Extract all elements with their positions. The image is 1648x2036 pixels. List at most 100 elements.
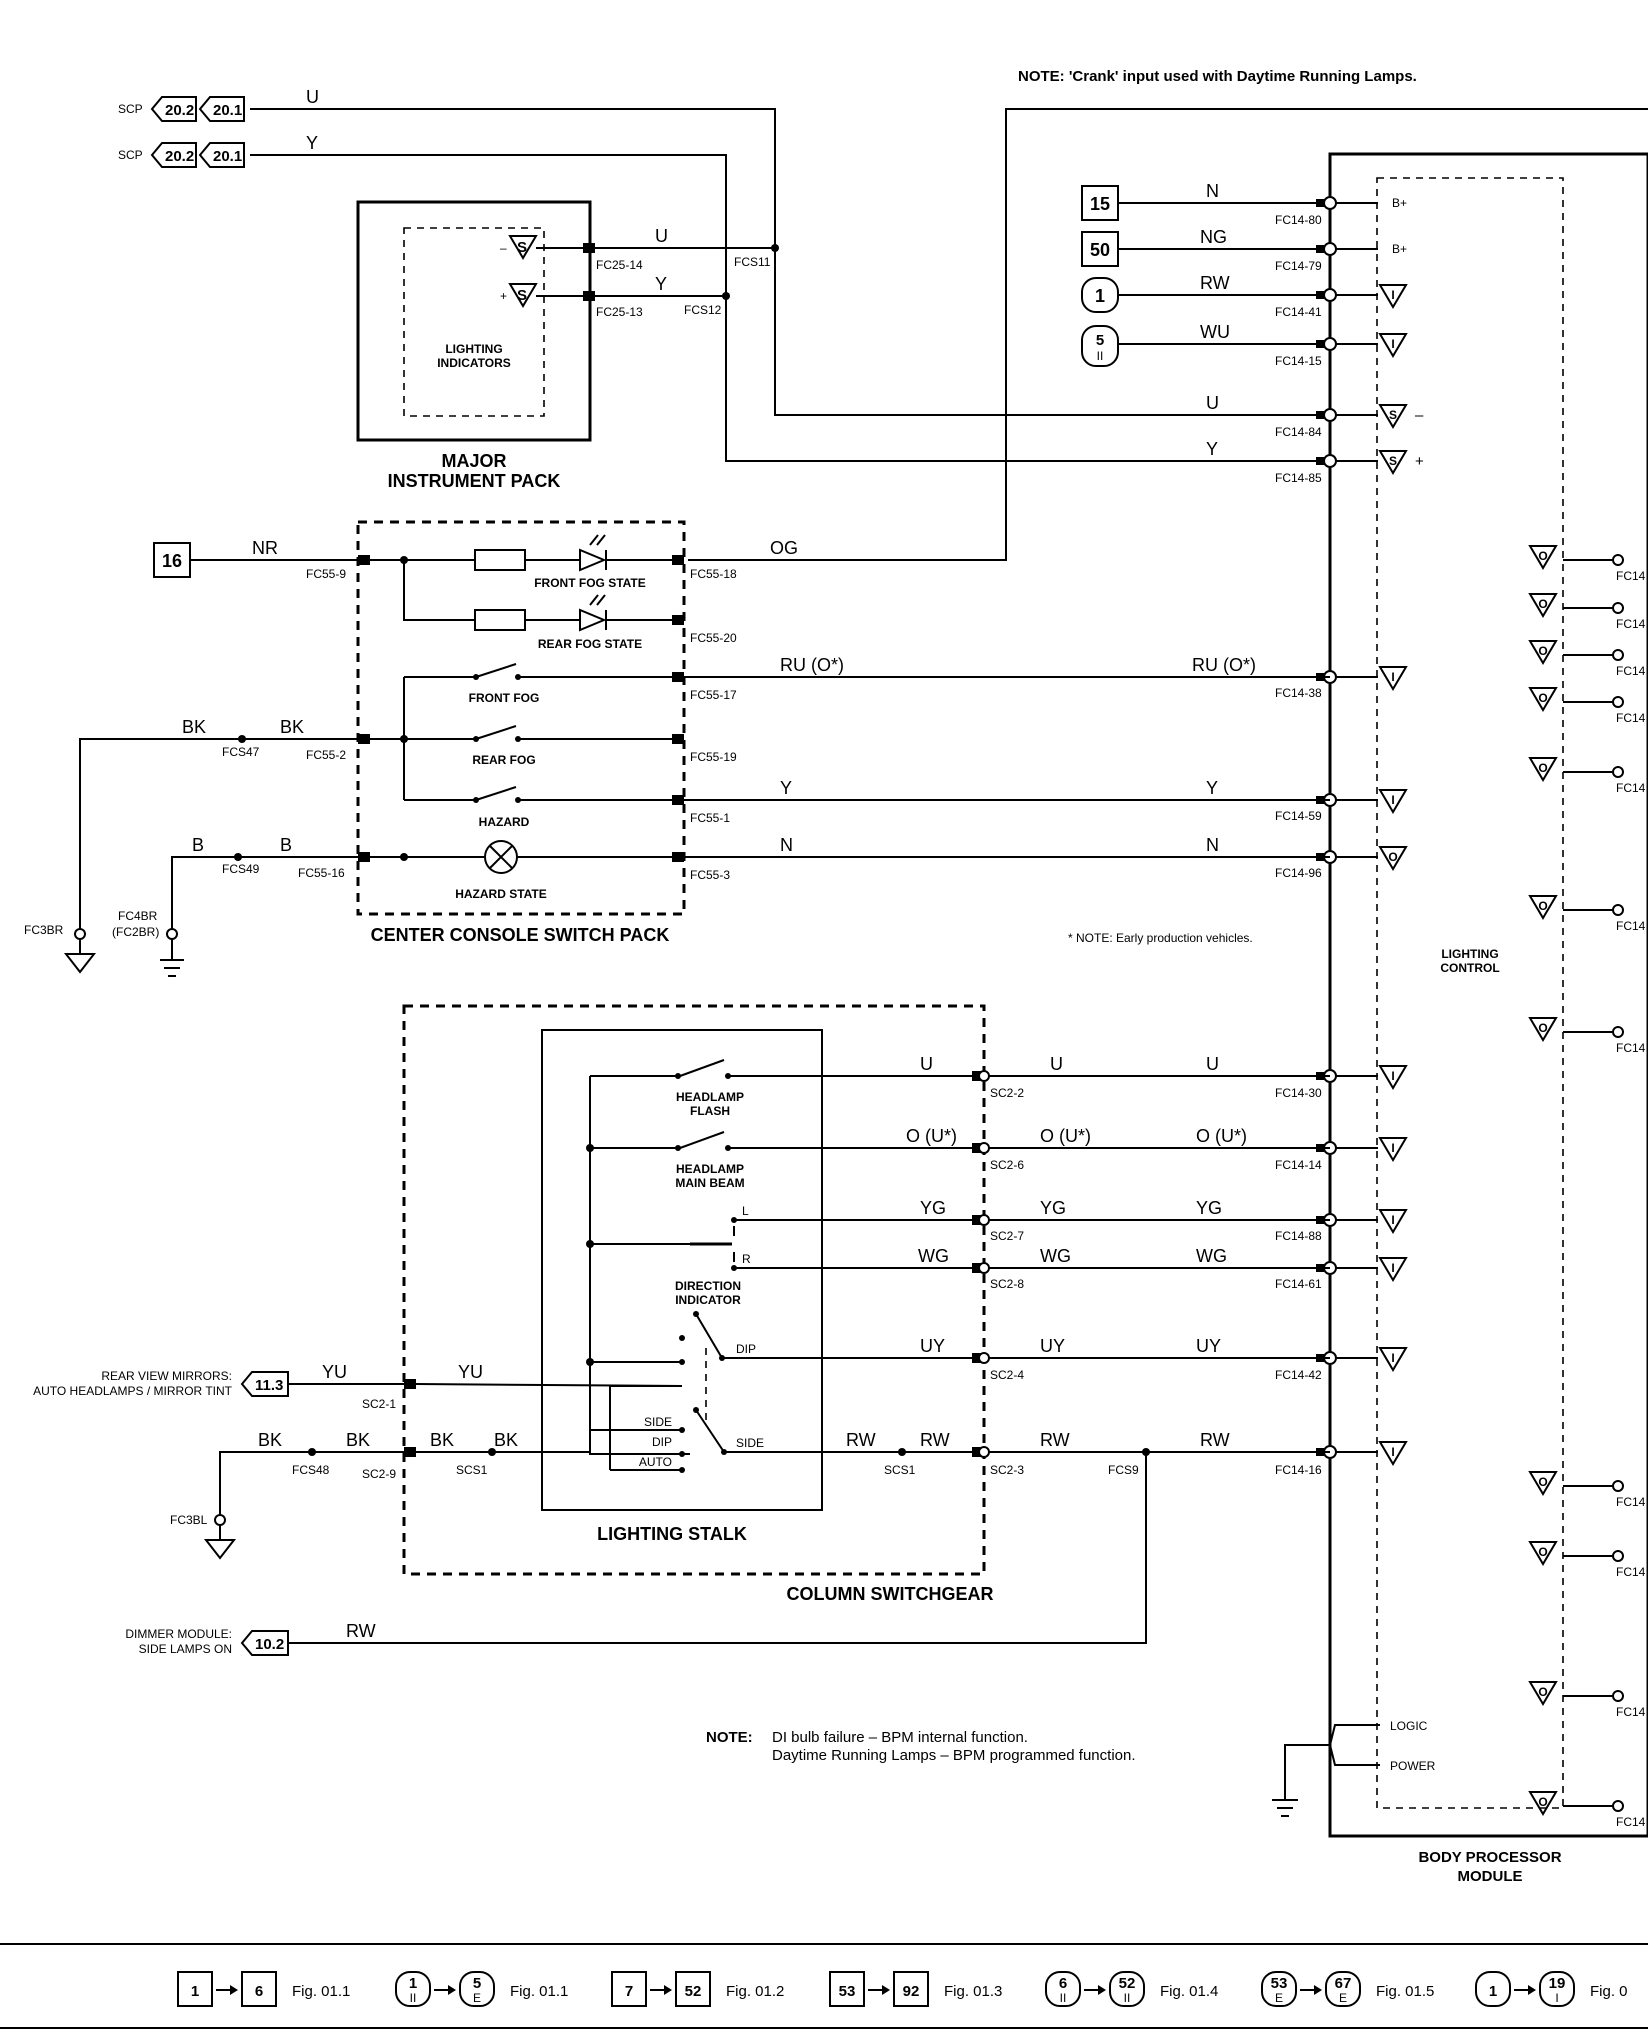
svg-text:O: O [1538,899,1547,913]
output-symbol-icon [1528,1471,1558,1496]
svg-text:I: I [1391,337,1394,351]
headlamp-flash-label: FLASH [690,1104,730,1118]
console-pin [672,555,684,565]
pin-label: SC2-4 [990,1368,1024,1382]
auto-label: AUTO [639,1455,672,1469]
bpm-output-pin [1612,766,1624,778]
svg-text:7: 7 [625,1983,633,2000]
console-pin [672,672,684,682]
wire-label: RW [1040,1430,1070,1450]
input-symbol-icon [1378,1065,1408,1090]
legend-fig-label: Fig. 01.3 [944,1983,1002,2000]
svg-text:52: 52 [1119,1975,1136,1992]
svg-text:5: 5 [1096,332,1104,349]
wire-label: WU [1200,322,1230,342]
pin-label: FC55-17 [690,688,737,702]
resistor [474,609,526,631]
pin-label: FC14 [1616,1705,1646,1719]
splice-label: FCS49 [222,862,260,876]
ref-tag: 20.1 [213,148,242,165]
svg-text:O: O [1538,597,1547,611]
hazard-state-label: HAZARD STATE [455,887,547,901]
svg-text:1: 1 [1095,286,1105,306]
wire-bk-column [219,1451,410,1516]
svg-text:O: O [1538,644,1547,658]
pin-label: FC55-3 [690,868,730,882]
pin-label: SC2-3 [990,1463,1024,1477]
wire-label: WG [1040,1246,1071,1266]
wire-label: OG [770,538,798,558]
svg-text:II: II [1124,1991,1131,2005]
headlamp-main-label: HEADLAMP [676,1162,744,1176]
scp-ref-u[interactable]: SCP 20.2 20.1 [118,96,245,122]
svg-text:1: 1 [409,1975,417,1992]
svg-text:O: O [1388,850,1397,864]
pin-label: FC14-14 [1275,1158,1322,1172]
ref-tag: 20.2 [165,148,194,165]
wire-label: NG [1200,227,1227,247]
pin-label: SC2-2 [990,1086,1024,1100]
center-console-switch-pack [356,520,686,916]
svg-text:I: I [1391,1141,1394,1155]
input-16: 16 [153,542,191,578]
input-symbol-icon [1378,1347,1408,1372]
output-symbol-icon [1528,1017,1558,1042]
wire-label: U [306,87,319,107]
major-instrument-pack [356,200,592,442]
wire-label: U [1050,1054,1063,1074]
svg-text:E: E [1339,1991,1347,2005]
lighting-control-label: LIGHTING [1441,947,1498,961]
rear-fog-state-label: REAR FOG STATE [538,637,642,651]
wire-label: U [655,226,668,246]
input-5: 5 II [1081,325,1119,367]
svg-text:II: II [1097,349,1104,363]
wire-label: BK [182,717,206,737]
headlamp-flash-label: HEADLAMP [676,1090,744,1104]
splice-label: FCS11 [734,255,771,269]
pin-label: FC14-15 [1275,354,1322,368]
svg-text:I: I [1391,1069,1394,1083]
wire-y-scp [250,154,1330,462]
scp-minus-symbol: – S [500,235,538,260]
bpm-pin [1323,196,1337,210]
bpm-output-pin [1612,649,1624,661]
input-symbol-icon [1378,1209,1408,1234]
scp-ref-y[interactable]: SCP 20.2 20.1 [118,142,245,168]
svg-text:O: O [1538,549,1547,563]
pin-label: FC14 [1616,617,1646,631]
pin-label: FC55-20 [690,631,737,645]
wire-label: N [1206,181,1219,201]
svg-text:92: 92 [903,1983,920,2000]
pin-label: FC14 [1616,1565,1646,1579]
svg-text:S: S [1389,454,1397,468]
early-note: * NOTE: Early production vehicles. [1068,931,1253,945]
svg-text:I: I [1391,670,1394,684]
input-symbol-icon [1378,284,1408,309]
mirrors-ref[interactable]: 11.3 [240,1371,289,1397]
wire-label: Y [1206,439,1218,459]
lighting-indicators-label: INDICATORS [437,356,511,370]
wire-label: WG [918,1246,949,1266]
logic-label: LOGIC [1390,1719,1428,1733]
svg-text:1: 1 [191,1983,199,2000]
minus-label: – [1415,407,1424,424]
ref-tag: 20.2 [165,102,194,119]
wire-label: UY [1196,1336,1221,1356]
output-symbol-icon [1528,687,1558,712]
output-symbol-icon [1528,593,1558,618]
wire-label: RU (O*) [1192,655,1256,675]
pin-label: FC14-84 [1275,425,1322,439]
svg-text:67: 67 [1335,1975,1352,1992]
pin-label: SC2-7 [990,1229,1024,1243]
pin-label: FC14 [1616,569,1646,583]
pin-label: FC55-2 [306,748,346,762]
svg-text:O: O [1538,761,1547,775]
pin-label: FC14-61 [1275,1277,1322,1291]
lighting-stalk [541,1029,823,1511]
dimmer-ref[interactable]: 10.2 [240,1630,289,1656]
svg-text:11.3: 11.3 [255,1377,283,1394]
console-label: CENTER CONSOLE SWITCH PACK [371,925,670,945]
pin-label: FC14 [1616,919,1646,933]
hazard-lamp-icon [484,840,518,874]
direction-indicator-label: DIRECTION [675,1279,741,1293]
